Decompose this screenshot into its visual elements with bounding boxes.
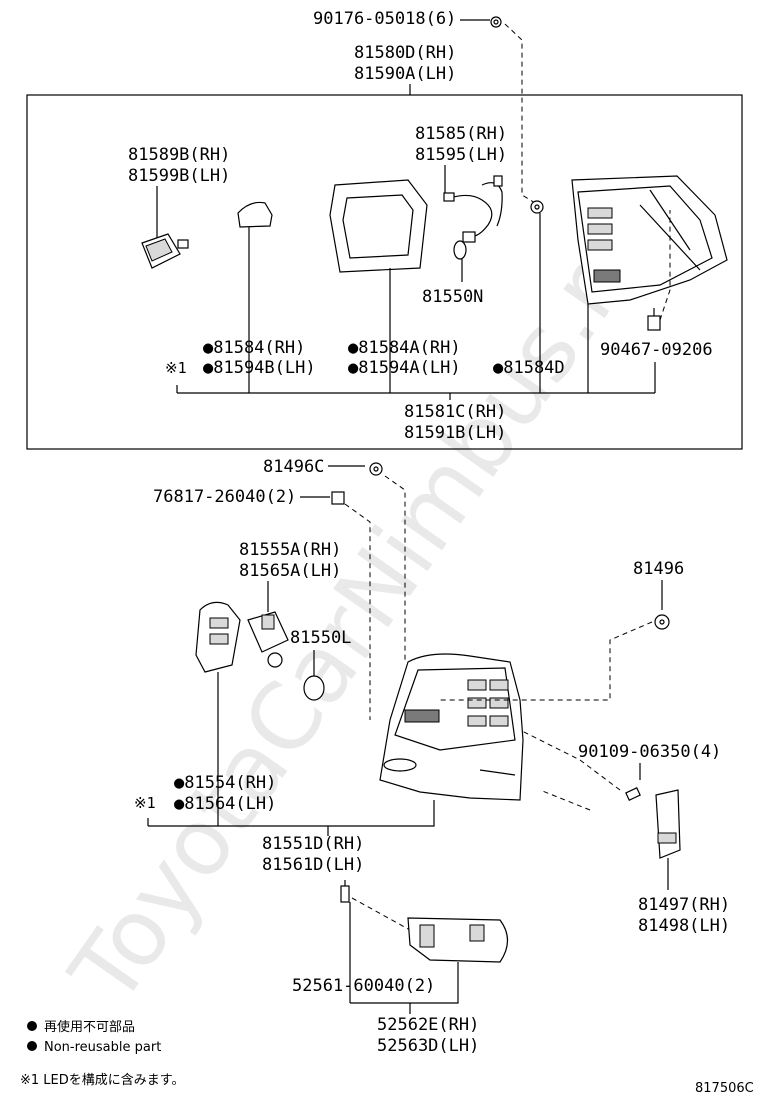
dash-90176	[504, 23, 541, 207]
label-81580: 81580D(RH)	[354, 43, 456, 63]
label-81594a: ●81594A(LH)	[348, 358, 461, 378]
tail-lamp-lower	[379, 653, 524, 801]
label-76817: 76817-26040(2)	[153, 487, 296, 507]
label-81550n: 81550N	[422, 287, 483, 307]
label-81584: ●81584(RH)	[203, 338, 305, 358]
ref-note-lower: ※1	[134, 794, 156, 812]
label-52563: 52563D(LH)	[377, 1036, 479, 1056]
screw-90109	[625, 787, 641, 801]
socket-81555	[247, 611, 289, 668]
watermark: ToyotaCarNimbus.ru	[50, 197, 673, 1023]
label-81585: 81585(RH)	[415, 124, 507, 144]
bracket-81551	[148, 800, 435, 827]
label-81554: ●81554(RH)	[174, 773, 276, 793]
label-81498: 81498(LH)	[638, 916, 730, 936]
gasket-81584a	[329, 179, 428, 273]
label-81589: 81589B(RH)	[128, 145, 230, 165]
ref-note-upper: ※1	[165, 359, 187, 377]
label-81497: 81497(RH)	[638, 895, 730, 915]
dash-52561	[351, 897, 411, 931]
bracket-52562	[350, 962, 459, 1004]
legend-bullet-jp	[27, 1021, 37, 1031]
lens-piece-81584	[237, 201, 273, 228]
label-81584d: ●81584D	[493, 358, 565, 378]
washer-81584d	[530, 200, 544, 214]
label-81555: 81555A(RH)	[239, 540, 341, 560]
label-81581: 81581C(RH)	[404, 402, 506, 422]
dash-90467	[659, 210, 671, 321]
legend-jp: 再使用不可部品	[44, 1019, 135, 1035]
tail-lamp-upper	[571, 175, 728, 305]
clip-76817	[331, 491, 345, 505]
nut-90176	[490, 16, 502, 28]
led-unit-81554	[195, 601, 241, 673]
label-81590: 81590A(LH)	[354, 64, 456, 84]
legend-bullet-en	[27, 1041, 37, 1051]
label-81591: 81591B(LH)	[404, 423, 506, 443]
label-90176: 90176-05018(6)	[313, 9, 456, 29]
label-81496: 81496	[633, 559, 684, 579]
clip-52561	[340, 880, 350, 903]
dash-90109-b	[539, 789, 591, 811]
label-52562: 52562E(RH)	[377, 1015, 479, 1035]
legend-en: Non-reusable part	[44, 1040, 161, 1055]
label-81496c: 81496C	[263, 457, 324, 477]
label-81550l: 81550L	[290, 628, 351, 648]
label-81564: ●81564(LH)	[174, 794, 276, 814]
label-52561: 52561-60040(2)	[292, 976, 435, 996]
dash-81496c	[384, 475, 406, 660]
label-90467: 90467-09206	[600, 340, 713, 360]
dash-76817	[344, 503, 371, 720]
screw-90467	[647, 308, 661, 331]
nut-81496c	[369, 462, 383, 476]
garnish-81497	[655, 789, 681, 859]
label-81565: 81565A(LH)	[239, 561, 341, 581]
label-81551: 81551D(RH)	[262, 834, 364, 854]
nut-81496	[654, 614, 670, 630]
legend-note: ※1 LEDを構成に含みます。	[20, 1072, 184, 1088]
label-81561: 81561D(LH)	[262, 855, 364, 875]
led-board-part	[141, 233, 189, 269]
bulb-81550l	[303, 675, 325, 701]
dash-90109	[519, 729, 621, 791]
wire-harness-81585	[443, 175, 503, 243]
garnish-52562	[407, 917, 509, 963]
diagram-code: 817506C	[695, 1081, 754, 1096]
bulb-81550n	[453, 240, 467, 260]
label-81599: 81599B(LH)	[128, 166, 230, 186]
dash-81496	[440, 621, 653, 701]
label-81595: 81595(LH)	[415, 145, 507, 165]
label-81594b: ●81594B(LH)	[203, 358, 316, 378]
assembly-frame	[26, 94, 743, 450]
label-90109: 90109-06350(4)	[578, 742, 721, 762]
label-81584a: ●81584A(RH)	[348, 338, 461, 358]
